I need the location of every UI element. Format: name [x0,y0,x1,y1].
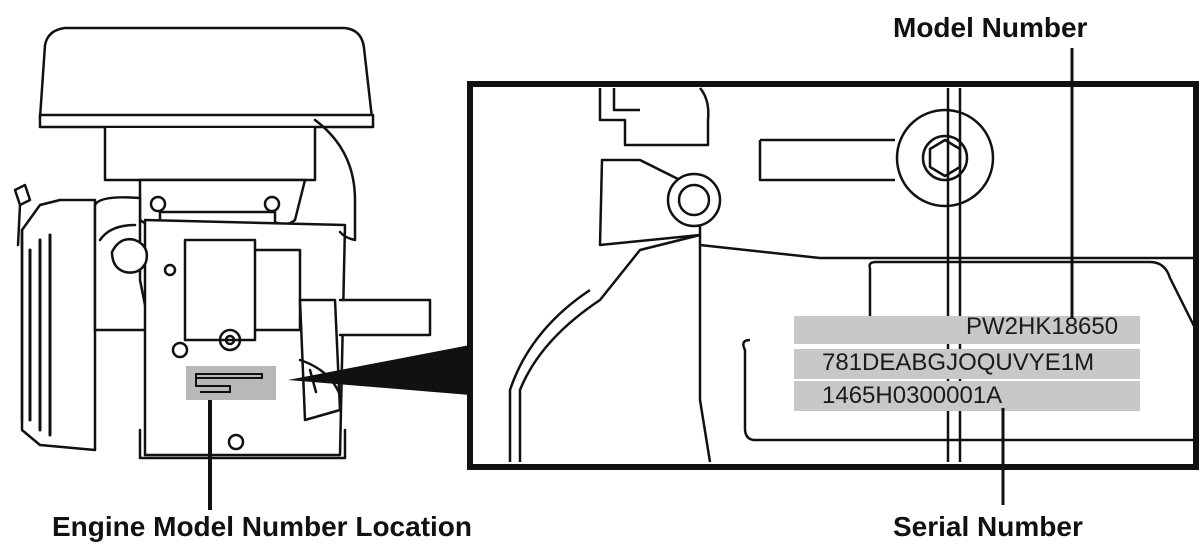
model-number-label: Model Number [893,12,1088,43]
serial-value: 1465H0300001A [822,382,1003,409]
engine-plate-location [186,366,276,400]
engine-plate-location-mark [195,373,263,393]
code-highlight [794,349,1140,379]
model-highlight [794,316,1140,344]
engine-illustration [13,26,432,460]
engine-location-label: Engine Model Number Location [52,511,473,542]
code-value: 781DEABGJOQUVYE1M [822,349,1095,376]
zoom-callout-wedge [288,345,470,395]
model-value: PW2HK18650 [966,313,1119,340]
serial-highlight [794,381,1140,411]
serial-number-label: Serial Number [893,511,1083,542]
zoom-detail [508,87,1198,463]
